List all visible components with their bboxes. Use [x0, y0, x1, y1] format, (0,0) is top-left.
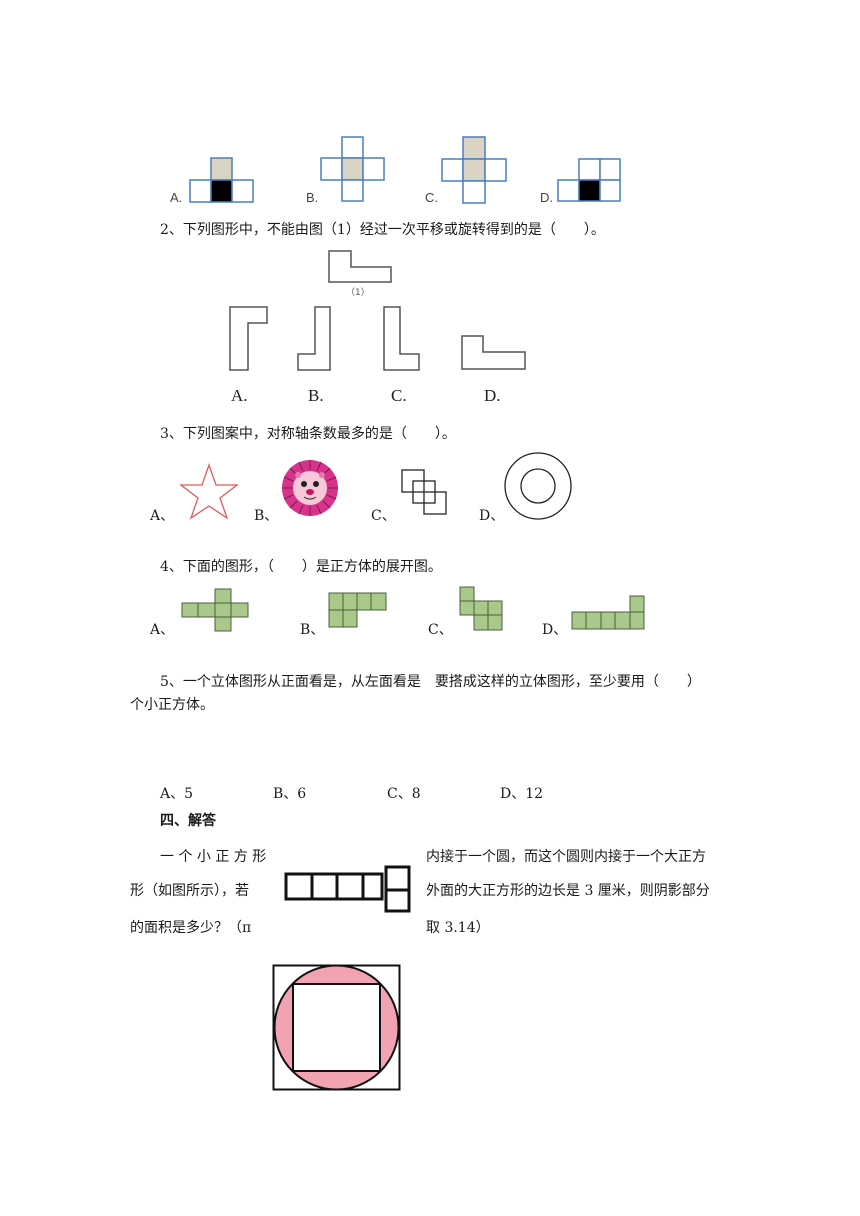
q4-net-b: [328, 592, 387, 628]
q2-figure-1: [328, 250, 392, 283]
q4-net-c: [459, 586, 503, 631]
q5-choice-a: A、5: [160, 786, 194, 802]
q1-net-b: [320, 136, 385, 202]
q4-option-d: D、: [542, 622, 568, 638]
q4-option-a: A、: [150, 622, 175, 638]
q3-option-c: C、: [371, 508, 396, 524]
q3-option-d: D、: [479, 508, 505, 524]
q3-option-b: B、: [254, 508, 279, 524]
q3-option-a: A、: [150, 508, 175, 524]
q3-squares-icon: [401, 469, 447, 515]
section-4-right-line1: 内接于一个圆，而这个圆则内接于一个大正方: [426, 849, 706, 865]
q2-question: 2、下列图形中，不能由图（1）经过一次平移或旋转得到的是（ ）。: [160, 222, 605, 238]
q4-net-a: [181, 588, 249, 632]
q5-question-line1: 5、一个立体图形从正面看是，从左面看是 要搭成这样的立体图形，至少要用（ ）: [160, 674, 701, 690]
q2-figure-label: （1）: [346, 288, 370, 298]
q2-shape-b: [297, 306, 331, 371]
section-4-left-line2: 形（如图所示），若: [130, 883, 249, 899]
q4-question: 4、下面的图形，（ ）是正方体的展开图。: [160, 559, 442, 575]
q2-option-d: D.: [484, 386, 501, 405]
q1-net-d: [557, 158, 621, 202]
q2-shape-d: [461, 335, 526, 370]
q3-question: 3、下列图案中，对称轴条数最多的是（ ）。: [160, 426, 456, 442]
q5-choice-c: C、8: [387, 786, 421, 802]
section-4-heading: 四、解答: [160, 813, 216, 829]
q5-choice-d: D、12: [500, 786, 544, 802]
q1-option-d: D.: [540, 190, 553, 205]
section-4-view-figure: [284, 865, 411, 913]
q1-net-c: [441, 136, 507, 204]
section-4-left-line3: 的面积是多少？（π: [130, 920, 252, 936]
q3-lion-icon: [282, 460, 338, 516]
q3-star-icon: [179, 463, 239, 520]
q1-option-a: A.: [170, 190, 183, 205]
q2-option-c: C.: [391, 386, 407, 405]
q1-option-b: B.: [306, 190, 319, 205]
q1-net-a: [189, 157, 254, 203]
q4-option-b: B、: [300, 622, 325, 638]
section-4-right-line2: 外面的大正方形的边长是 3 厘米，则阴影部分: [426, 883, 710, 899]
q4-option-c: C、: [428, 622, 453, 638]
q2-shape-c: [383, 306, 420, 371]
q2-option-b: B.: [308, 386, 324, 405]
q5-question-line2: 个小正方体。: [130, 697, 214, 713]
q5-choice-b: B、6: [273, 786, 307, 802]
section-4-shaded-diagram: [272, 964, 401, 1091]
q1-option-c: C.: [425, 190, 438, 205]
q4-net-d: [571, 595, 645, 630]
section-4-right-line3: 取 3.14）: [426, 920, 490, 936]
q2-shape-a: [229, 306, 268, 371]
section-4-left-line1: 一 个 小 正 方 形: [160, 849, 267, 865]
q2-option-a: A.: [231, 386, 248, 405]
q3-rings-icon: [504, 452, 572, 520]
